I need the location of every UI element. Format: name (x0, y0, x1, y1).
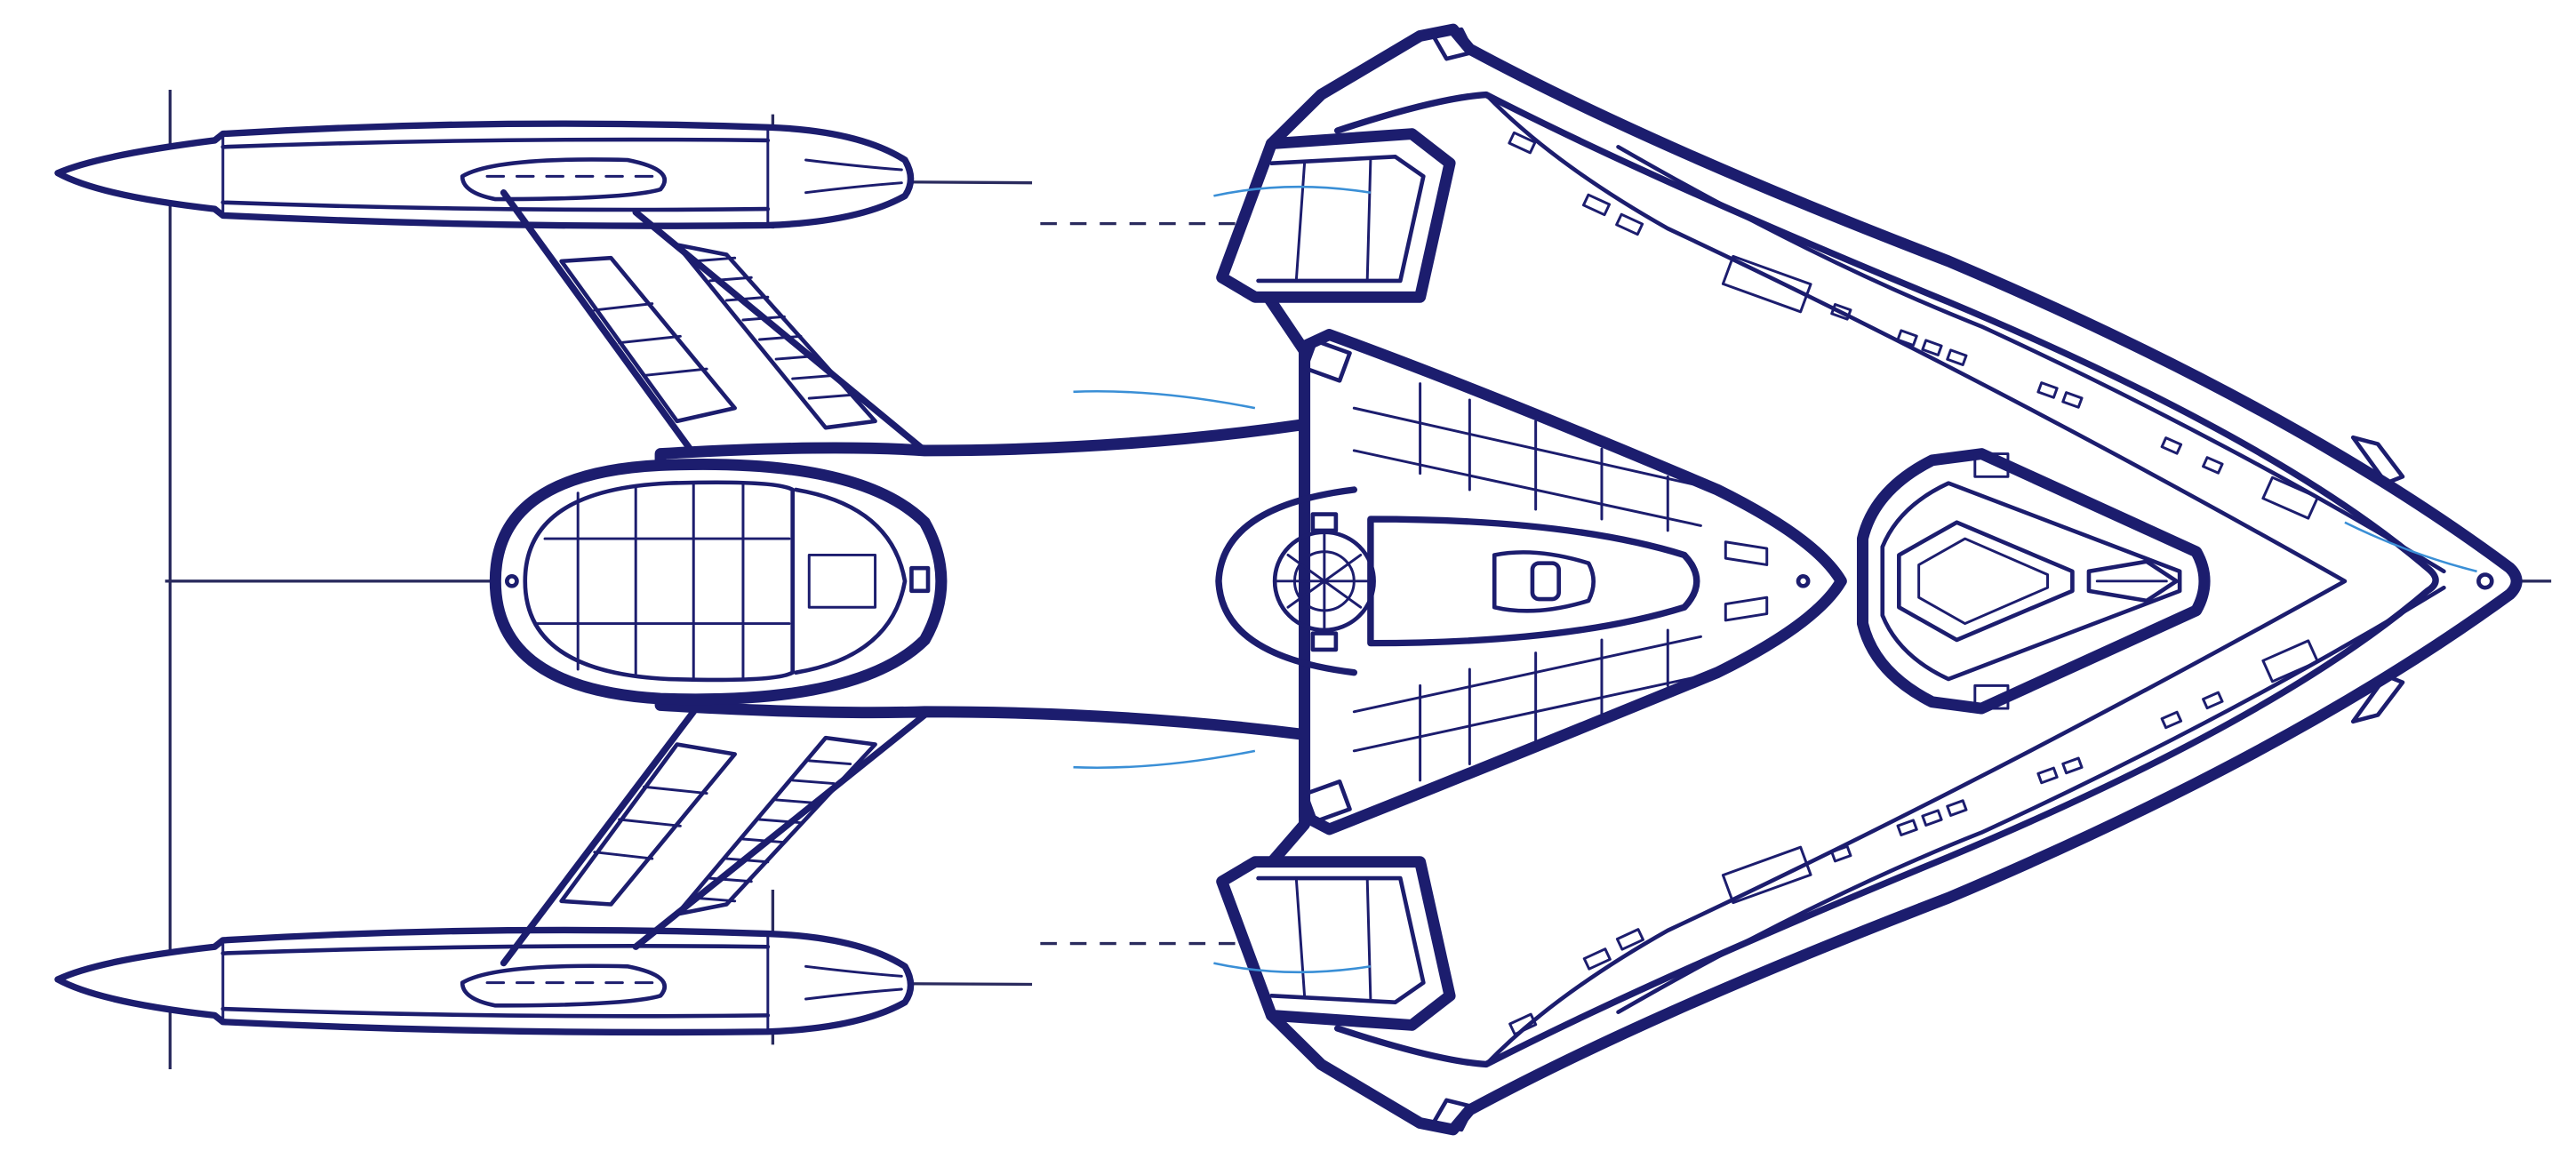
central-pod (1367, 516, 1769, 647)
secondary-hull (489, 458, 948, 706)
forward-deck (1856, 448, 2211, 715)
lower-engine-block (1216, 856, 1456, 1031)
forward-command-module (1299, 329, 1847, 835)
lower-pylon (500, 708, 929, 967)
lower-nacelle (54, 926, 915, 1036)
upper-nacelle (54, 120, 915, 229)
bridge-dome (1215, 486, 1376, 676)
upper-engine-block (1216, 128, 1456, 303)
accent-pencil-marks (1073, 185, 2477, 974)
upper-pylon (500, 189, 929, 458)
